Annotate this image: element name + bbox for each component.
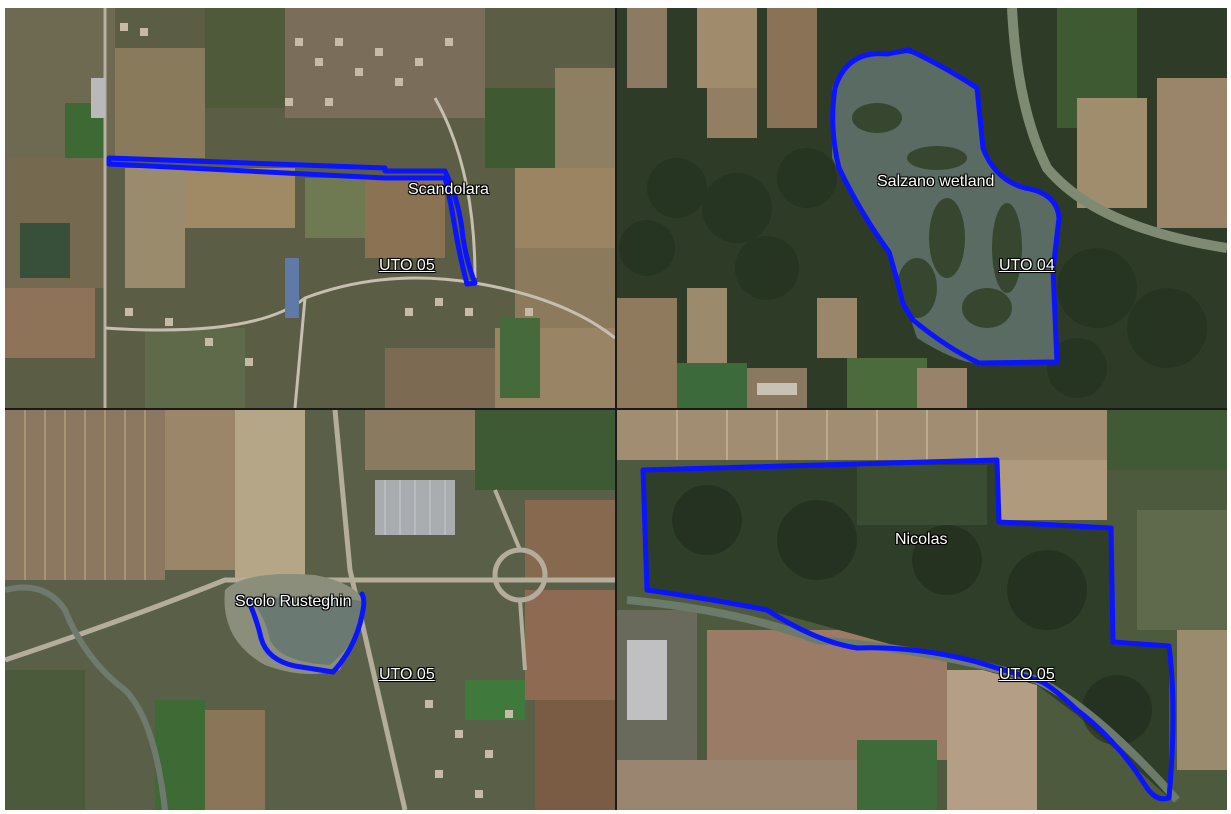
aerial-imagery bbox=[5, 410, 615, 810]
uto-label: UTO 05 bbox=[379, 666, 435, 683]
aerial-imagery bbox=[5, 8, 615, 408]
map-panel-scolo-rusteghin: Scolo Rusteghin UTO 05 bbox=[5, 410, 615, 810]
aerial-imagery bbox=[617, 8, 1227, 408]
map-panel-nicolas: Nicolas UTO 05 bbox=[617, 410, 1227, 810]
site-label: Salzano wetland bbox=[877, 173, 995, 190]
site-boundary-scandolara bbox=[106, 155, 478, 287]
site-label: Scandolara bbox=[408, 181, 489, 198]
uto-label: UTO 05 bbox=[379, 257, 435, 274]
site-label: Nicolas bbox=[895, 531, 948, 548]
aerial-imagery bbox=[617, 410, 1227, 810]
site-label: Scolo Rusteghin bbox=[235, 593, 352, 610]
uto-label: UTO 04 bbox=[999, 257, 1055, 274]
uto-label: UTO 05 bbox=[999, 666, 1055, 683]
map-panel-salzano-wetland: Salzano wetland UTO 04 bbox=[617, 8, 1227, 408]
map-panel-scandolara: Scandolara UTO 05 bbox=[5, 8, 615, 408]
site-boundary-salzano-wetland bbox=[830, 47, 1062, 366]
site-boundary-scolo-rusteghin bbox=[246, 591, 367, 675]
map-figure: Scandolara UTO 05 bbox=[5, 8, 1227, 810]
site-boundary-nicolas bbox=[640, 457, 1176, 802]
